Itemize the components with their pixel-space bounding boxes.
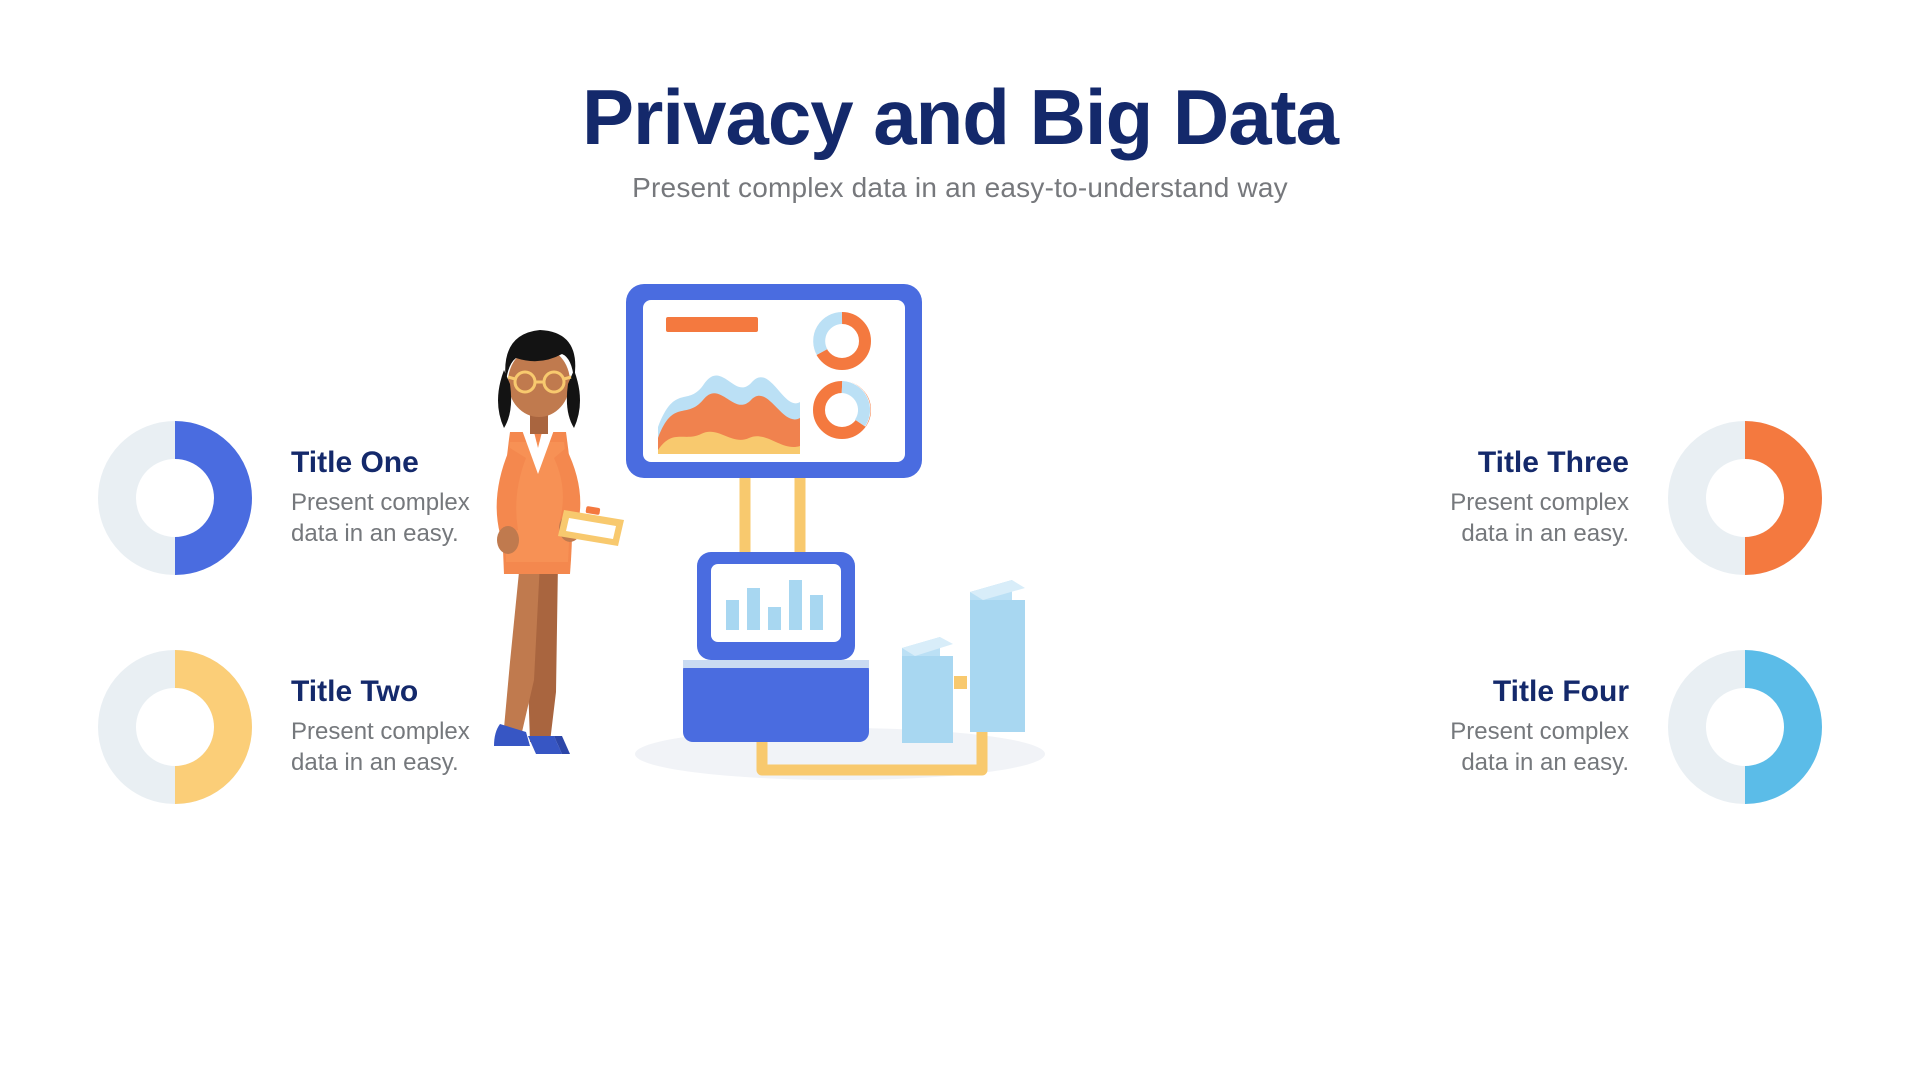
- info-item-title-one[interactable]: Title One Present complex data in an eas…: [95, 418, 506, 578]
- clipboard: [558, 506, 624, 546]
- info-item-desc-two: Present complex data in an easy.: [291, 717, 470, 777]
- info-item-text-three: Title Three Present complex data in an e…: [1414, 446, 1629, 550]
- monitor-header-bar: [666, 317, 758, 332]
- info-item-title-label-two: Title Two: [291, 675, 419, 709]
- info-item-title-three[interactable]: Title Three Present complex data in an e…: [1414, 418, 1825, 578]
- info-item-text-two: Title Two Present complex data in an eas…: [291, 675, 506, 779]
- donut-chart-icon-one: [95, 418, 255, 578]
- donut-chart-icon-two: [95, 647, 255, 807]
- info-item-title-label-three: Title Three: [1477, 446, 1629, 480]
- page-subtitle: Present complex data in an easy-to-under…: [632, 172, 1288, 203]
- info-item-text-one: Title One Present complex data in an eas…: [291, 446, 506, 550]
- monitor-area-chart: [658, 375, 800, 454]
- info-item-title-four[interactable]: Title Four Present complex data in an ea…: [1414, 647, 1825, 807]
- info-item-desc-three: Present complex data in an easy.: [1450, 488, 1629, 548]
- small-monitor-bar-chart: [697, 552, 855, 660]
- large-monitor-area-chart: [626, 284, 922, 478]
- page-title: Privacy and Big Data: [582, 73, 1339, 161]
- info-item-desc-four: Present complex data in an easy.: [1450, 717, 1629, 777]
- slide-header: Privacy and Big Data Present complex dat…: [0, 78, 1920, 204]
- info-item-text-four: Title Four Present complex data in an ea…: [1414, 675, 1629, 779]
- monitor-donut-top: [812, 311, 871, 370]
- light-blue-3d-bars: [902, 580, 1025, 743]
- central-illustration: [470, 262, 1110, 802]
- monitor-donut-bottom: [813, 380, 871, 439]
- info-item-desc-one: Present complex data in an easy.: [291, 488, 470, 548]
- donut-chart-icon-three: [1665, 418, 1825, 578]
- info-item-title-two[interactable]: Title Two Present complex data in an eas…: [95, 647, 506, 807]
- glasses-icon: [507, 370, 572, 394]
- info-item-title-label-one: Title One: [291, 446, 419, 480]
- info-item-title-label-four: Title Four: [1492, 675, 1629, 709]
- donut-chart-icon-four: [1665, 647, 1825, 807]
- blue-pedestal: [683, 660, 869, 742]
- woman-with-clipboard: [494, 330, 624, 754]
